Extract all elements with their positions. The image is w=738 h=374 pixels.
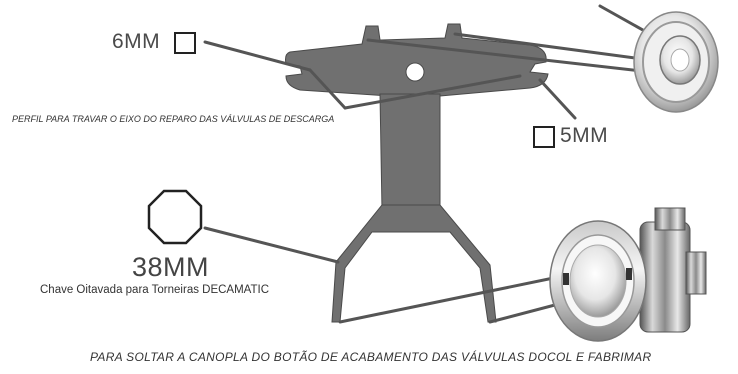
- profile-note: PERFIL PARA TRAVAR O EIXO DO REPARO DAS …: [12, 114, 335, 124]
- leader-lines: [203, 4, 670, 324]
- bottom-caption: PARA SOLTAR A CANOPLA DO BOTÃO DE ACABAM…: [90, 350, 652, 364]
- octagon-outline-icon: [147, 189, 203, 245]
- square-outline-icon: [533, 126, 555, 148]
- valve-wrench-tool: [285, 23, 549, 323]
- label-38mm: 38MM: [132, 252, 210, 282]
- label-6mm: 6MM: [112, 30, 161, 53]
- square-outline-icon: [174, 32, 196, 54]
- octagonal-wrench-label: Chave Oitavada para Torneiras DECAMATIC: [40, 284, 270, 296]
- flush-button-top: [633, 11, 719, 113]
- tool-hole: [405, 62, 425, 82]
- label-5mm: 5MM: [560, 124, 609, 147]
- flush-valve-bottom: [549, 207, 707, 342]
